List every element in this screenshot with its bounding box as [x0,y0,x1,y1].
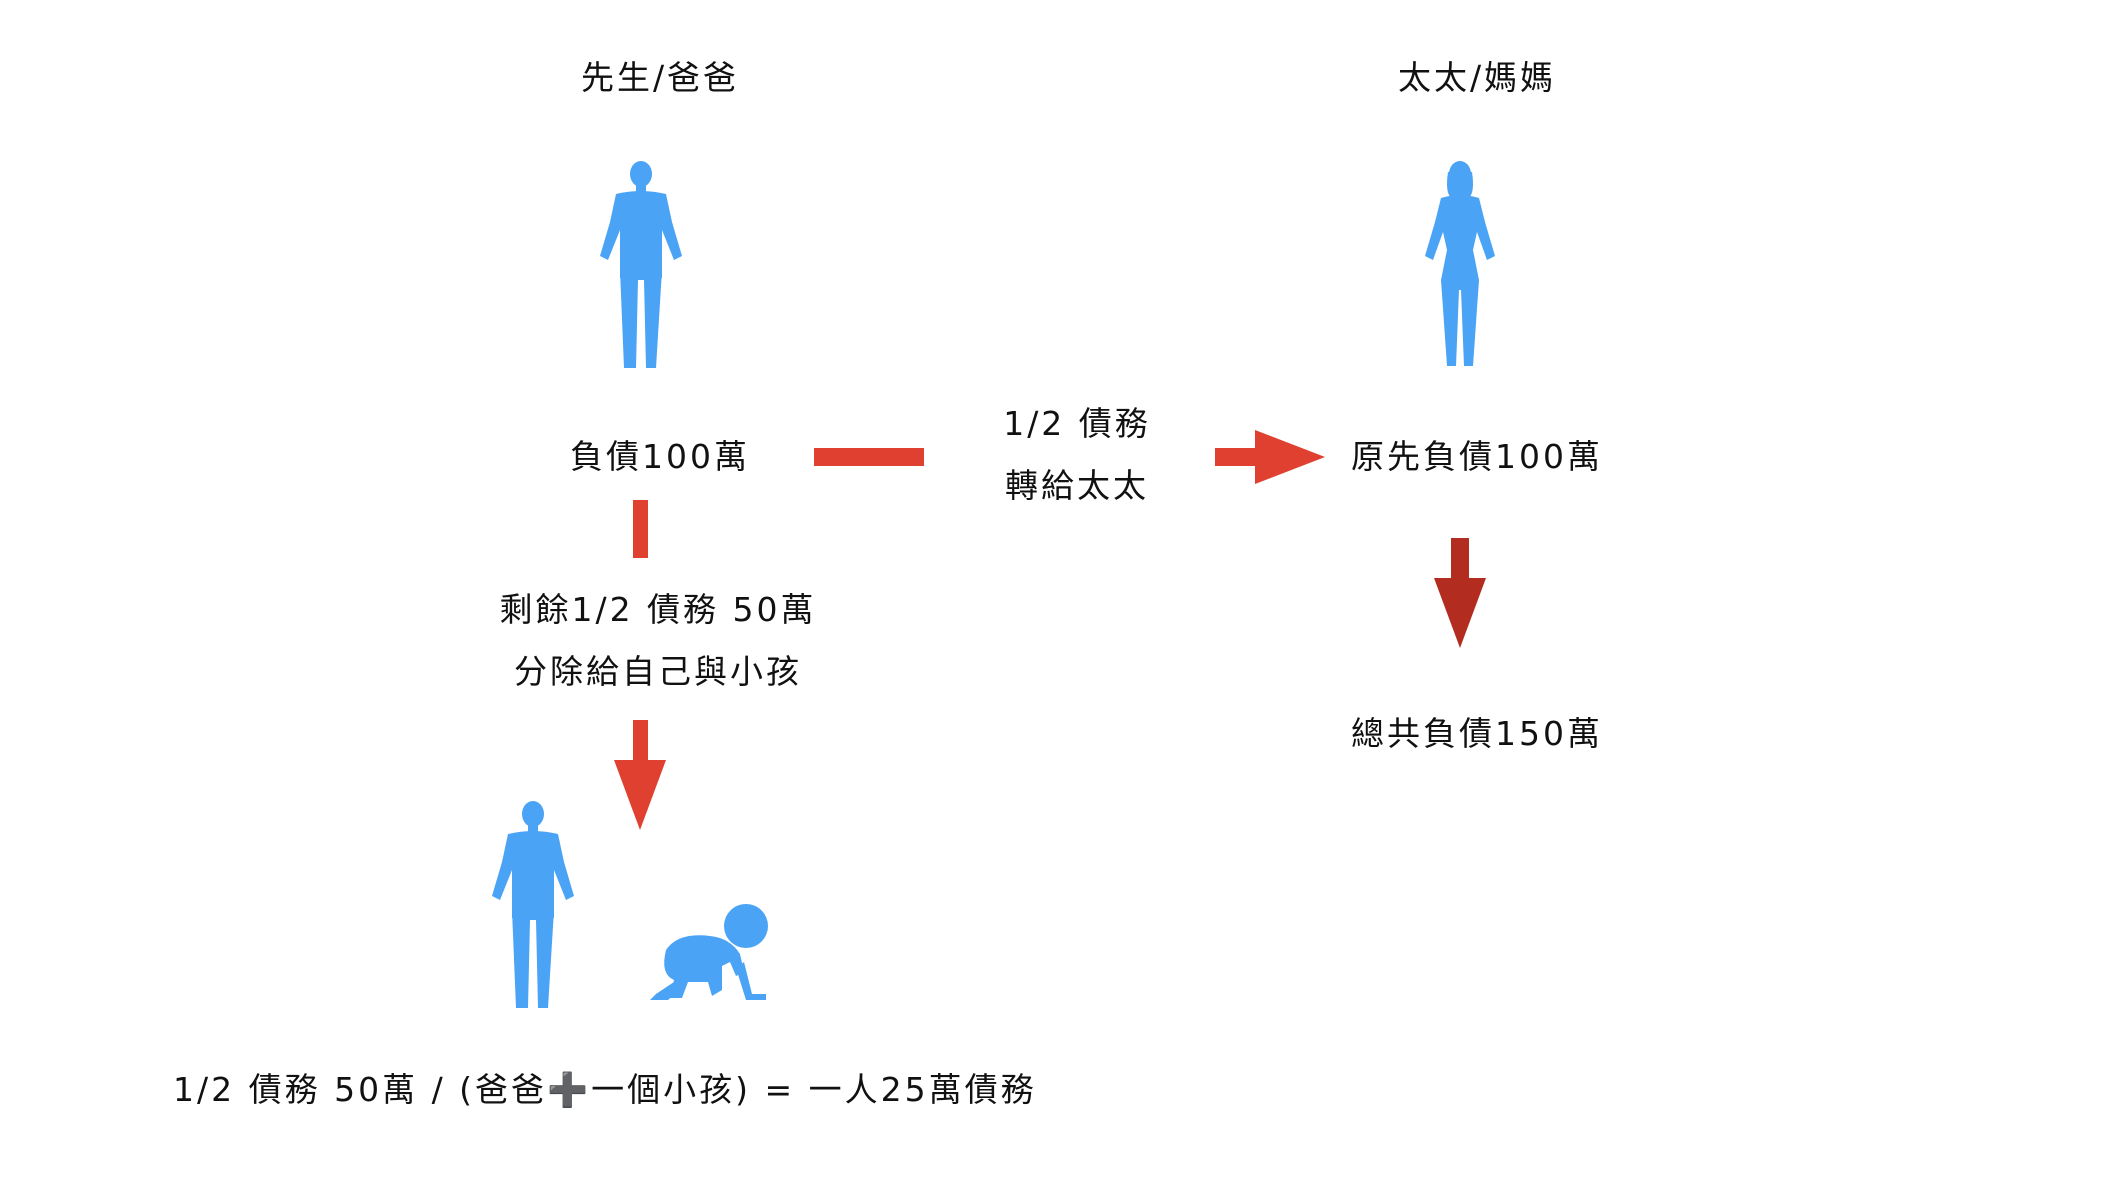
man-silhouette-icon [488,800,578,1010]
husband-title: 先生/爸爸 [580,58,740,97]
woman-silhouette-icon [1415,160,1505,370]
formula-line: 1/2 債務 50萬 / (爸爸➕一個小孩) = 一人25萬債務 [173,1070,1037,1110]
split-arrow-down [614,720,666,830]
plus-icon: ➕ [547,1070,592,1109]
remaining-line1: 剩餘1/2 債務 50萬 [499,590,817,629]
husband-debt-label: 負債100萬 [570,437,750,476]
wife-total-debt: 總共負債150萬 [1351,714,1603,753]
transfer-line2: 轉給太太 [1005,466,1149,505]
remaining-line-segment [633,500,648,558]
formula-part2: 一個小孩) = 一人25萬債務 [591,1070,1037,1109]
wife-title: 太太/媽媽 [1397,58,1557,97]
transfer-line-segment [814,448,924,466]
total-arrow-down [1434,538,1486,648]
formula-part1: 1/2 債務 50萬 / (爸爸 [173,1070,548,1109]
transfer-line1: 1/2 債務 [1003,404,1151,443]
man-silhouette-icon [596,160,686,370]
crawling-baby-icon [648,902,780,1002]
transfer-arrow-right [1215,430,1325,484]
wife-original-debt: 原先負債100萬 [1351,437,1603,476]
remaining-line2: 分除給自己與小孩 [514,652,802,691]
